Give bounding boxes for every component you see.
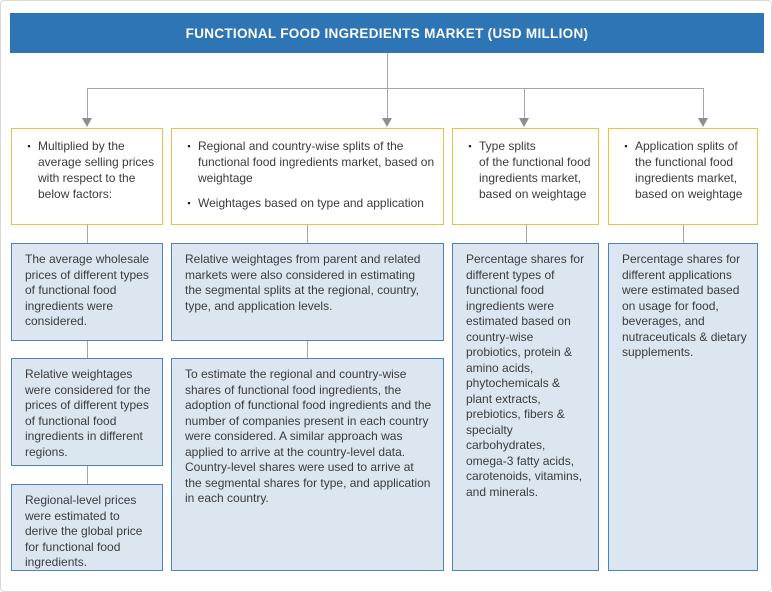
connector-col2-criteria-note: [307, 225, 308, 243]
criteria-text: Type splits of the functional food ingre…: [479, 139, 591, 201]
connector-horizontal: [87, 88, 703, 89]
connector-col1-note1-note2: [87, 341, 88, 358]
connector-drop-col3: [524, 88, 525, 119]
criteria-item: ▪ Regional and country-wise splits of th…: [180, 138, 437, 186]
criteria-item: ▪ Application splits of the functional f…: [617, 138, 751, 202]
connector-drop-col4: [703, 88, 704, 119]
note-box-country-shares: To estimate the regional and country-wis…: [171, 358, 444, 571]
criteria-item: ▪ Multiplied by the average selling pric…: [20, 138, 156, 202]
connector-col3-criteria-note: [526, 225, 527, 243]
bullet-icon: ▪: [27, 141, 31, 151]
criteria-box-application-splits: ▪ Application splits of the functional f…: [608, 128, 758, 225]
note-text: Percentage shares for different types of…: [466, 252, 585, 499]
criteria-text: Multiplied by the average selling prices…: [38, 139, 155, 201]
arrow-down-icon: [698, 118, 708, 127]
criteria-text: Regional and country-wise splits of the …: [198, 139, 435, 185]
connector-col4-criteria-note: [683, 225, 684, 243]
bullet-icon: ▪: [624, 141, 628, 151]
note-text: Regional-level prices were estimated to …: [25, 493, 143, 569]
note-text: The average wholesale prices of differen…: [25, 252, 150, 328]
note-box-type-shares: Percentage shares for different types of…: [452, 243, 599, 571]
bullet-icon: ▪: [187, 141, 191, 151]
criteria-text: Application splits of the functional foo…: [635, 139, 743, 201]
connector-col1-criteria-note: [87, 225, 88, 243]
criteria-box-type-splits: ▪ Type splits of the functional food ing…: [452, 128, 599, 225]
market-title: FUNCTIONAL FOOD INGREDIENTS MARKET (USD …: [185, 25, 589, 41]
note-box-application-shares: Percentage shares for different applicat…: [608, 243, 758, 571]
note-box-regional-prices: Regional-level prices were estimated to …: [11, 484, 163, 571]
connector-drop-col1: [87, 88, 88, 119]
bullet-icon: ▪: [468, 141, 472, 151]
note-text: Relative weightages from parent and rela…: [185, 252, 421, 313]
criteria-item: ▪ Weightages based on type and applicati…: [180, 195, 437, 211]
connector-header-vertical: [387, 53, 388, 119]
connector-col1-note2-note3: [87, 466, 88, 484]
note-box-wholesale-prices: The average wholesale prices of differen…: [11, 243, 163, 341]
connector-col2-note1-note2: [307, 341, 308, 358]
criteria-box-pricing: ▪ Multiplied by the average selling pric…: [11, 128, 163, 225]
criteria-item: ▪ Type splits of the functional food ing…: [461, 138, 592, 202]
note-text: To estimate the regional and country-wis…: [185, 367, 432, 505]
bullet-icon: ▪: [187, 198, 191, 208]
criteria-box-regional-splits: ▪ Regional and country-wise splits of th…: [171, 128, 444, 225]
market-title-bar: FUNCTIONAL FOOD INGREDIENTS MARKET (USD …: [10, 13, 764, 53]
note-box-parent-markets: Relative weightages from parent and rela…: [171, 243, 444, 341]
note-text: Relative weightages were considered for …: [25, 367, 151, 459]
arrow-down-icon: [382, 118, 392, 127]
criteria-text: Weightages based on type and application: [198, 196, 424, 210]
arrow-down-icon: [519, 118, 529, 127]
note-box-relative-weightages-prices: Relative weightages were considered for …: [11, 358, 163, 466]
note-text: Percentage shares for different applicat…: [622, 252, 747, 359]
arrow-down-icon: [82, 118, 92, 127]
